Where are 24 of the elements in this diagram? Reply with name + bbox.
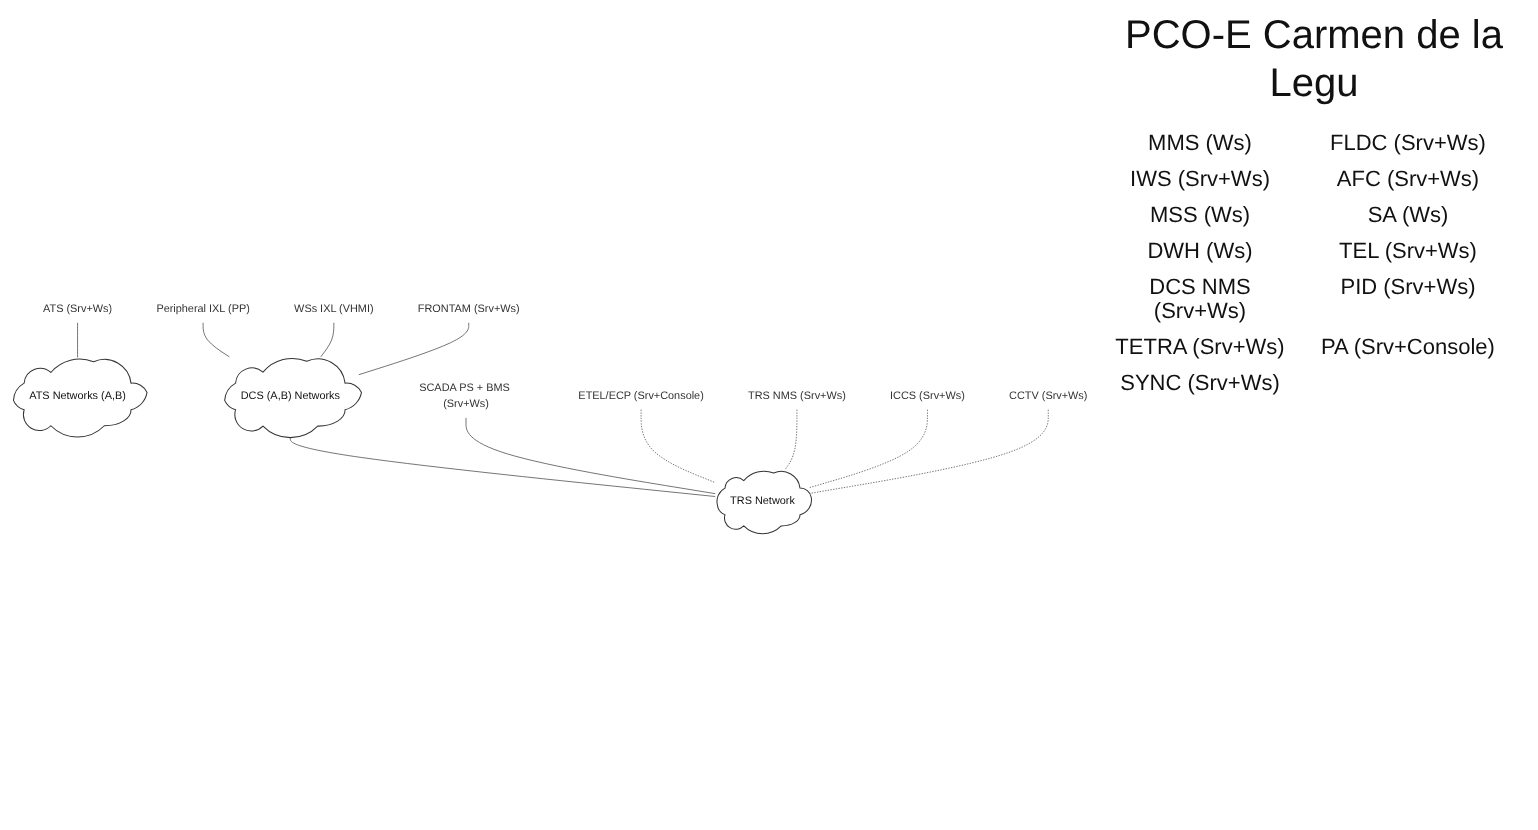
connector	[640, 409, 716, 483]
system-label: PA (Srv+Console)	[1319, 336, 1497, 360]
connector	[465, 417, 716, 494]
system-label: AFC (Srv+Ws)	[1334, 168, 1482, 192]
connector	[77, 322, 78, 358]
system-label: DWH (Ws)	[1145, 240, 1255, 264]
system-label: SYNC (Srv+Ws)	[1118, 372, 1282, 396]
connector	[809, 409, 928, 488]
connector	[202, 322, 230, 358]
system-label: IWS (Srv+Ws)	[1128, 168, 1272, 192]
system-label: TEL (Srv+Ws)	[1337, 240, 1479, 264]
connector	[358, 322, 470, 376]
system-label: MSS (Ws)	[1147, 204, 1253, 228]
connector	[290, 435, 716, 497]
system-label: MMS (Ws)	[1146, 132, 1254, 156]
diagram-title: PCO-E Carmen de la Legu	[1123, 12, 1505, 108]
connector	[809, 409, 1049, 494]
system-label: DCS NMS (Srv+Ws)	[1147, 276, 1253, 324]
connector	[320, 322, 335, 358]
system-label: SA (Ws)	[1365, 204, 1451, 228]
system-label: TETRA (Srv+Ws)	[1113, 336, 1287, 360]
system-label: PID (Srv+Ws)	[1338, 276, 1478, 304]
system-label: FLDC (Srv+Ws)	[1328, 132, 1488, 156]
connector	[784, 409, 798, 471]
